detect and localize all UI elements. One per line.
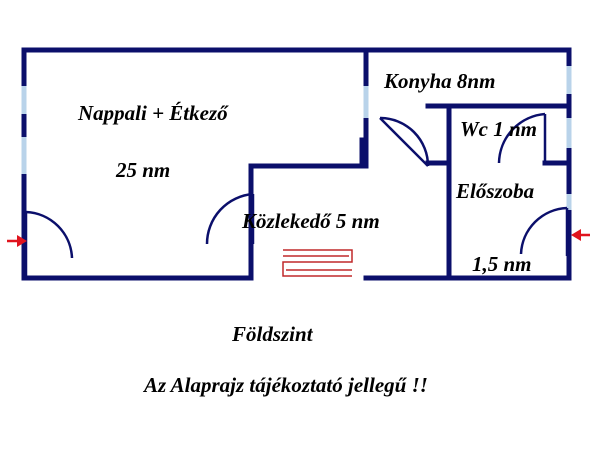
room-area-nappali: 25 nm: [115, 158, 170, 182]
stairs-icon: [282, 249, 353, 277]
floor-caption: Földszint: [231, 322, 314, 346]
door-kitchen: [379, 116, 430, 167]
door-nappali: [205, 192, 255, 245]
door-entrance-left: [24, 210, 74, 278]
room-label-nappali: Nappali + Étkező: [77, 101, 229, 125]
entrance-arrow-icon: [7, 235, 27, 247]
room-label-wc: Wc 1 nm: [460, 117, 537, 141]
windows: [21, 66, 572, 210]
room-label-konyha: Konyha 8nm: [383, 69, 495, 93]
doors: [24, 112, 569, 278]
room-label-eloszoba: Előszoba: [455, 179, 534, 203]
room-area-eloszoba: 1,5 nm: [472, 252, 532, 276]
door-entrance-right: [519, 206, 569, 256]
disclaimer-caption: Az Alaprajz tájékoztató jellegű !!: [142, 373, 428, 397]
room-label-kozlekedo: Közlekedő 5 nm: [241, 209, 380, 233]
entrance-arrow-icon: [571, 229, 590, 241]
door-wc: [497, 112, 547, 164]
